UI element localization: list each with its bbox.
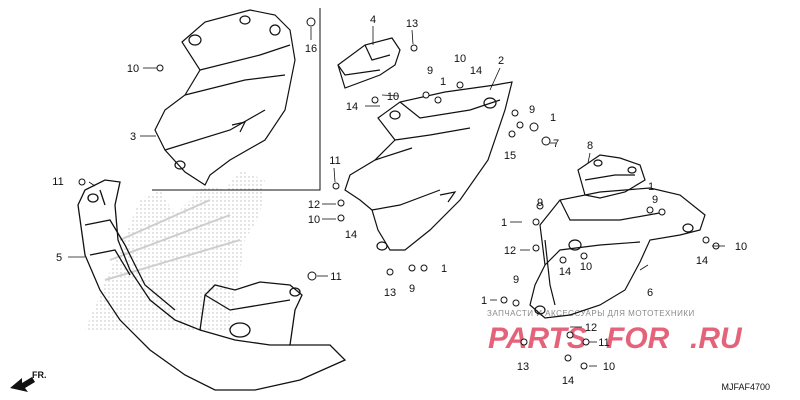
callout-6: 6 — [647, 287, 653, 299]
callout-14: 14 — [562, 375, 574, 387]
callout-13: 13 — [406, 18, 418, 30]
callout-13: 13 — [517, 361, 529, 373]
front-marker-label: FR. — [32, 370, 47, 380]
callout-11: 11 — [598, 337, 609, 349]
watermark-logo-main: PARTS — [488, 322, 587, 355]
callout-12: 12 — [308, 199, 320, 211]
callout-7: 7 — [553, 138, 559, 150]
callout-11: 11 — [330, 271, 341, 283]
callout-11: 11 — [52, 176, 63, 188]
watermark: ЗАПЧАСТИ И АКСЕССУАРЫ ДЛЯ МОТОТЕХНИКИ PA… — [487, 309, 743, 355]
drawing-code: MJFAF4700 — [721, 382, 770, 392]
callout-11: 11 — [329, 155, 340, 167]
part-2-side-cover — [344, 81, 513, 251]
front-direction-marker: FR. — [10, 370, 47, 392]
callout-1: 1 — [501, 217, 507, 229]
part-6-right-cover — [529, 187, 706, 319]
watermark-tagline: ЗАПЧАСТИ И АКСЕССУАРЫ ДЛЯ МОТОТЕХНИКИ — [487, 309, 695, 318]
watermark-logo-tld: .RU — [690, 322, 743, 355]
callout-4: 4 — [370, 14, 376, 26]
callout-2: 2 — [498, 55, 504, 67]
callout-12: 12 — [585, 322, 597, 334]
callout-5: 5 — [56, 252, 62, 264]
callout-1: 1 — [440, 76, 446, 88]
callout-10: 10 — [387, 91, 399, 103]
watermark-logo-mid: FOR — [606, 322, 670, 355]
fasteners — [78, 17, 720, 370]
callout-1: 1 — [550, 112, 556, 124]
callout-16: 16 — [305, 43, 317, 55]
callout-13: 13 — [384, 287, 396, 299]
leader-lines — [68, 26, 725, 367]
callout-1: 1 — [441, 263, 447, 275]
callout-3: 3 — [130, 131, 136, 143]
part-3-inner-panel — [154, 9, 296, 186]
callout-14: 14 — [345, 229, 357, 241]
inset-frame — [152, 8, 321, 191]
callout-10: 10 — [308, 214, 320, 226]
callout-8: 8 — [587, 140, 593, 152]
callout-14: 14 — [470, 65, 482, 77]
callout-14: 14 — [559, 266, 571, 278]
part-4-bracket — [337, 37, 401, 89]
callout-9: 9 — [537, 197, 543, 209]
callout-9: 9 — [513, 274, 519, 286]
callout-14: 14 — [696, 255, 708, 267]
callout-1: 1 — [648, 181, 654, 193]
callout-12: 12 — [504, 245, 516, 257]
callout-labels: 16 10 3 4 13 9 1 10 14 2 10 14 9 1 7 15 … — [52, 14, 747, 387]
wing-emblem-background — [85, 170, 265, 330]
callout-9: 9 — [652, 194, 658, 206]
callout-10: 10 — [454, 53, 466, 65]
callout-9: 9 — [529, 104, 535, 116]
callout-15: 15 — [504, 150, 516, 162]
callout-10: 10 — [580, 261, 592, 273]
callout-14: 14 — [346, 101, 358, 113]
callout-1: 1 — [481, 295, 487, 307]
callout-9: 9 — [427, 65, 433, 77]
callout-10: 10 — [735, 241, 747, 253]
part-8-guard — [577, 154, 646, 199]
part-5-front-cowl — [77, 179, 347, 391]
callout-10: 10 — [127, 63, 139, 75]
callout-10: 10 — [603, 361, 615, 373]
callout-9: 9 — [409, 283, 415, 295]
